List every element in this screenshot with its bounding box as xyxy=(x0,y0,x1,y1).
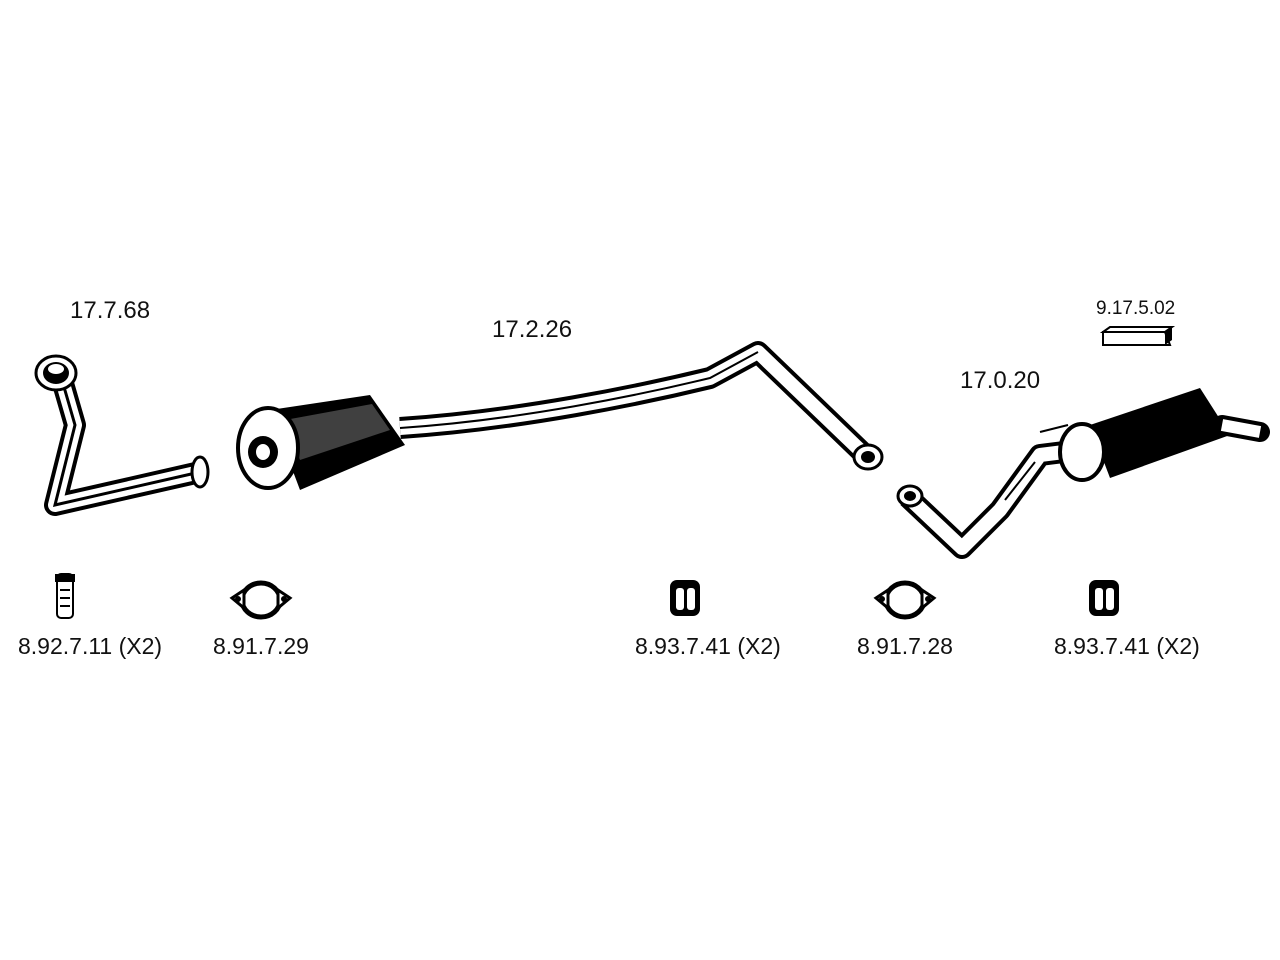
hanger-mid-qty: (X2) xyxy=(737,633,781,659)
bolt-drawing xyxy=(55,573,75,619)
center-silencer-drawing xyxy=(236,341,884,490)
hanger-mid-code: 8.93.7.41 xyxy=(635,633,731,659)
hanger-rear-code: 8.93.7.41 xyxy=(1054,633,1150,659)
clamp-front-drawing xyxy=(229,580,293,620)
rubber-block-code: 9.17.5.02 xyxy=(1096,298,1176,319)
hanger-mid-drawing xyxy=(670,580,700,616)
center-silencer-code: 17.2.26 xyxy=(492,316,573,343)
hanger-rear-qty: (X2) xyxy=(1156,633,1200,659)
bolt-label: 8.92.7.11 (X2) xyxy=(18,633,162,660)
clamp-front-code: 8.91.7.29 xyxy=(213,633,309,659)
front-pipe-code: 17.7.68 xyxy=(70,297,151,324)
clamp-rear-drawing xyxy=(873,580,937,620)
hanger-rear-drawing xyxy=(1089,580,1119,616)
hanger-mid-label: 8.93.7.41 (X2) xyxy=(635,633,781,660)
rear-silencer-code: 17.0.20 xyxy=(960,367,1041,394)
bolt-qty: (X2) xyxy=(118,633,163,659)
bolt-code: 8.92.7.11 xyxy=(18,633,113,659)
hanger-rear-label: 8.93.7.41 (X2) xyxy=(1054,633,1200,660)
rear-silencer-drawing xyxy=(896,388,1270,559)
clamp-rear-code: 8.91.7.28 xyxy=(857,633,953,659)
rubber-block-drawing xyxy=(1099,326,1176,346)
front-pipe-drawing xyxy=(34,354,210,516)
